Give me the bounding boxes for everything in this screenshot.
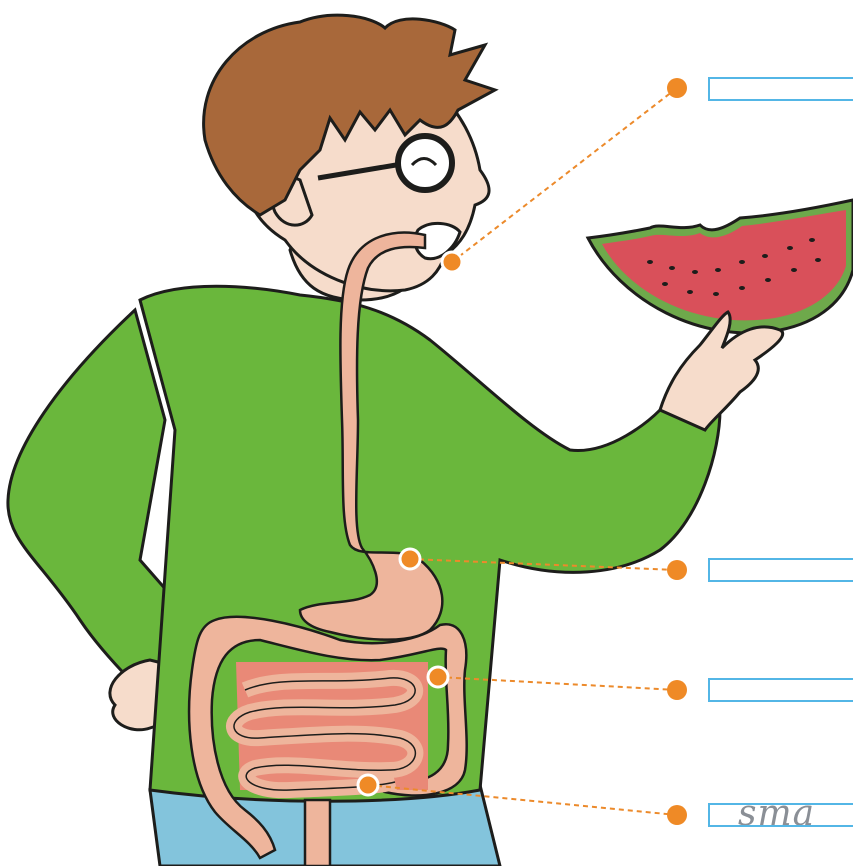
marker-mouth xyxy=(442,252,462,272)
label-box-large-intestine[interactable] xyxy=(708,678,853,702)
small-intestine xyxy=(234,662,428,790)
marker-large-intestine xyxy=(428,667,448,687)
watermelon-icon xyxy=(588,200,853,333)
label-marker-large-intestine xyxy=(667,680,687,700)
marker-small-intestine xyxy=(358,775,378,795)
label-marker-stomach xyxy=(667,560,687,580)
label-box-stomach[interactable] xyxy=(708,558,853,582)
marker-stomach xyxy=(400,549,420,569)
label-text-small-intestine: sma xyxy=(738,803,815,827)
rectum xyxy=(305,800,330,866)
label-box-mouth[interactable] xyxy=(708,77,853,101)
right-hand xyxy=(660,312,783,430)
label-box-small-intestine[interactable]: sma xyxy=(708,803,853,827)
label-marker-mouth xyxy=(667,78,687,98)
label-marker-small-intestine xyxy=(667,805,687,825)
